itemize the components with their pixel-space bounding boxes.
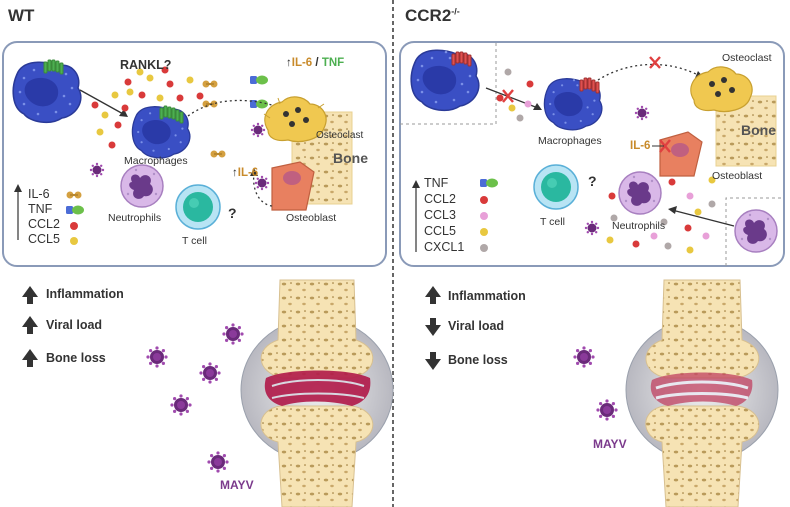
wt-tcell-label: T cell [182,235,207,247]
ccr2-virus-1 [634,105,650,121]
ccr2-legend-ccl2-icon [480,196,488,204]
ccr2-dashed-corner-br [725,197,784,266]
wt-mayv-1 [222,323,244,345]
ccr2-effect-viral-load: Viral load [448,319,505,333]
wt-question-mark: ? [228,205,237,221]
ccr2-effect-arrows [425,286,441,370]
wt-mayv-label: MAYV [220,478,254,492]
ccr2-dotted-arrow-osteoclast [597,63,701,81]
ccr2-effect-inflammation: Inflammation [448,289,526,303]
wt-mayv-3 [199,362,221,384]
wt-virus-1 [250,122,266,138]
wt-osteoblast-label: Osteoblast [286,212,337,224]
wt-rankl-label: RANKL? [120,58,172,72]
ccr2-neutrophil-2 [734,209,778,253]
ccr2-legend-cxcl1: CXCL1 [424,240,465,254]
wt-effect-arrows [22,286,38,367]
wt-mayv-4 [170,394,192,416]
wt-virus-2 [89,162,105,178]
ccr2-mayv-2 [596,399,618,421]
wt-tnf-molecule-1 [250,75,268,85]
ccr2-block-x-2 [649,56,661,69]
ccr2-bone-label: Bone [741,122,776,138]
wt-tnf-label: TNF [321,57,345,69]
ccr2-legend-tnf: TNF [424,176,449,190]
ccr2-title-text: CCR2 [405,6,452,25]
wt-mayv-5 [207,451,229,473]
ccr2-chemokines-top [496,68,534,122]
wt-legend-ccl5-icon [70,237,78,245]
ccr2-neutrophils-label: Neutrophils [612,220,666,232]
ccr2-effect-bone-loss: Bone loss [448,353,508,367]
wt-ccr2-receptor-green [159,105,184,124]
ccr2-legend-ccl3: CCL3 [424,208,456,222]
ccr2-legend-ccl5: CCL5 [424,224,456,238]
ccr2-legend-ccl2: CCL2 [424,192,456,206]
wt-joint [240,279,394,507]
ccr2-tcell [533,164,579,210]
ccr2-title: CCR2-/- [405,6,460,26]
wt-legend-il6: IL-6 [28,187,50,201]
wt-legend-ccl2-icon [70,222,78,230]
wt-il6-tnf-label: ↑IL-6 / TNF [286,57,345,69]
wt-il6-label: IL-6 [291,57,313,69]
wt-macrophages-label: Macrophages [124,155,188,167]
ccr2-legend-cxcl1-icon [480,244,488,252]
wt-ccr2-receptor-green-1 [43,59,64,75]
wt-legend-tnf: TNF [28,202,53,216]
wt-chemokine-cluster [91,66,204,149]
ccr2-receptor-red-2 [579,77,600,94]
ccr2-legend-ccl3-icon [480,212,488,220]
ccr2-dashed-corner-tl [400,42,497,125]
wt-legend-tnf-icon [66,205,84,215]
wt-title: WT [8,6,35,25]
ccr2-tcell-label: T cell [540,216,565,228]
wt-effect-bone-loss: Bone loss [46,351,106,365]
wt-osteoclast [263,96,327,143]
ccr2-block-x-1 [502,89,514,103]
ccr2-osteoblast-label: Osteoblast [712,170,763,182]
wt-mayv-2 [146,346,168,368]
wt-legend-ccl5: CCL5 [28,232,60,246]
ccr2-title-sup: -/- [451,6,460,17]
ccr2-receptor-red-1 [451,51,472,67]
ccr2-block-x-3 [659,139,671,153]
wt-osteoblast [271,161,315,211]
ccr2-il6-label: IL-6 [630,140,651,152]
wt-neutrophils-label: Neutrophils [108,212,162,224]
ccr2-mayv-1 [573,346,595,368]
wt-effect-viral-load: Viral load [46,318,103,332]
wt-neutrophil [120,164,164,208]
ccr2-question-mark: ? [588,173,597,189]
ccr2-osteoblast [659,131,703,177]
wt-legend: IL-6 TNF CCL2 CCL5 [28,187,60,247]
ccr2-chemokines-bottom [606,176,716,254]
ccr2-osteoclast-label: Osteoclast [722,52,772,64]
wt-slash: / [315,57,319,69]
wt-effect-inflammation: Inflammation [46,287,124,301]
ccr2-virus-2 [584,220,600,236]
wt-bone-label: Bone [333,150,368,166]
ccr2-legend-tnf-icon [480,178,498,188]
ccr2-legend: TNF CCL2 CCL3 CCL5 CXCL1 [424,175,464,255]
ccr2-joint [625,279,779,507]
wt-arrow-recruit [79,89,126,116]
wt-il6-osteoblast-label: ↑IL-6 [232,167,259,179]
ccr2-arrow-neutrophil [671,209,735,227]
ccr2-neutrophil-1 [618,171,662,215]
wt-osteoclast-label: Osteoclast [316,130,364,141]
ccr2-legend-ccl5-icon [480,228,488,236]
ccr2-mayv-label: MAYV [593,437,627,451]
wt-il6-label-2: IL-6 [237,167,259,179]
wt-legend-ccl2: CCL2 [28,217,60,231]
ccr2-macrophages-label: Macrophages [538,135,602,147]
wt-tcell [175,184,221,230]
ccr2-osteoclast [690,66,753,113]
